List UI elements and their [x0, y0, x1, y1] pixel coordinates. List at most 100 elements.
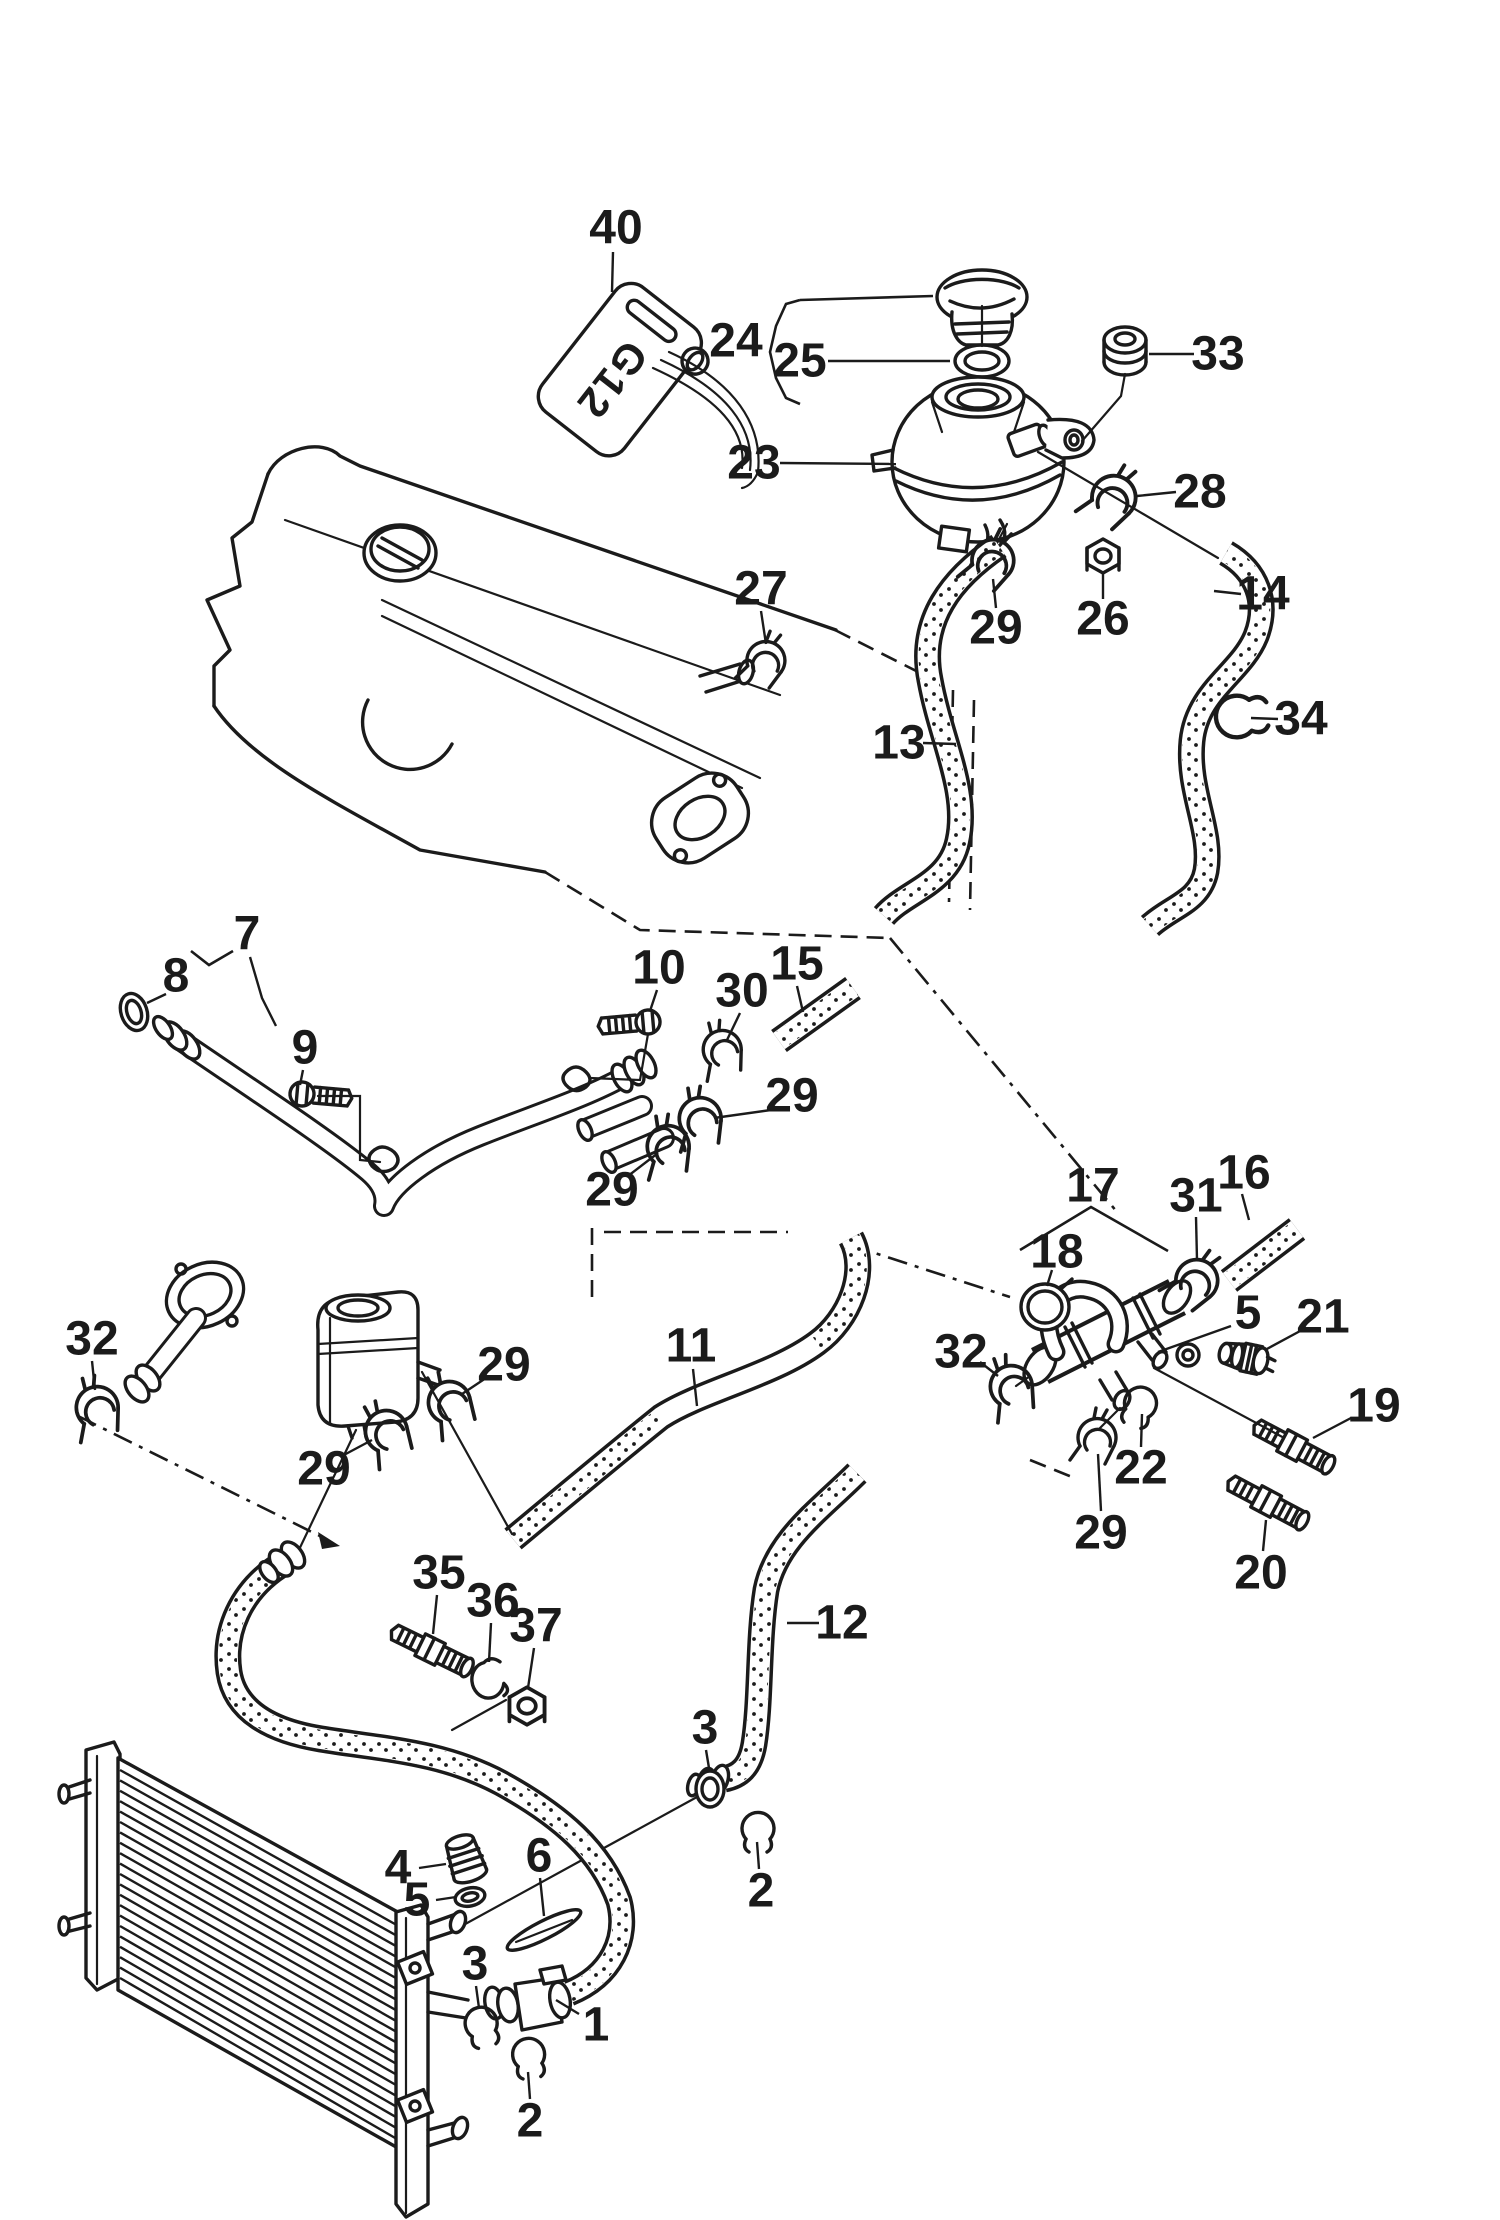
- nut-37-icon: [507, 1685, 547, 1727]
- coolant-bottle: G12: [536, 281, 760, 490]
- callout-label-30-16: 30: [715, 965, 768, 1018]
- callout-label-29-19: 29: [585, 1164, 638, 1217]
- o-ring-8-icon: [118, 991, 150, 1033]
- callout-leader-29-32: [461, 1377, 487, 1395]
- callout-leader-40-0: [610, 251, 615, 293]
- callout-leader-3-39: [704, 1749, 711, 1769]
- callout-leader-6-43: [538, 1877, 546, 1917]
- callout-leader-37-37: [526, 1647, 536, 1689]
- callout-label-3-44: 3: [462, 1938, 489, 1991]
- callout-label-34-10: 34: [1274, 693, 1328, 746]
- callout-label-31-22: 31: [1169, 1170, 1222, 1223]
- callout-leader-23-4: [779, 461, 897, 466]
- callout-leader-27-6: [759, 610, 768, 645]
- callout-leader-35-35: [431, 1594, 439, 1635]
- callout-label-4-41: 4: [385, 1842, 412, 1895]
- callout-leader-7-12: [248, 956, 278, 1027]
- callout-leader-2-40: [755, 1841, 761, 1870]
- callout-leader-30-16: [725, 1012, 742, 1041]
- hose-14: [1140, 541, 1275, 937]
- brace-17-2: [1019, 1205, 1169, 1253]
- clamp-30-icon: [683, 1012, 753, 1087]
- callout-leader-32-31: [90, 1360, 97, 1391]
- callout-leader-5-24: [1157, 1324, 1232, 1354]
- expansion-tank: [870, 375, 1096, 554]
- cap-seal-icon: [953, 343, 1011, 379]
- callout-label-27-6: 27: [734, 563, 787, 616]
- callout-label-29-33: 29: [297, 1443, 350, 1496]
- radiator-hose-bottom: [214, 1540, 636, 2006]
- stud-19-icon: [1246, 1413, 1341, 1480]
- callout-leader-8-13: [146, 992, 167, 1005]
- callout-label-29-29: 29: [1074, 1507, 1127, 1560]
- callout-leader-20-30: [1261, 1519, 1268, 1552]
- distributor-pipe-17: [1014, 1279, 1290, 1442]
- callout-leader-32-26: [979, 1361, 999, 1377]
- callout-label-29-18: 29: [765, 1070, 818, 1123]
- callout-label-16-23: 16: [1217, 1147, 1270, 1200]
- callout-label-2-40: 2: [748, 1865, 775, 1918]
- engine-block: [205, 445, 838, 874]
- wire-clamp-36-icon: [470, 1657, 510, 1700]
- callout-leader-11-34: [691, 1368, 699, 1407]
- brace-24-0: [768, 298, 801, 406]
- callout-leader-29-19: [627, 1152, 659, 1177]
- callout-label-36-36: 36: [466, 1575, 519, 1628]
- callout-label-9-14: 9: [292, 1022, 319, 1075]
- radiator-fins: [119, 1768, 403, 2144]
- callout-leader-31-22: [1194, 1216, 1199, 1261]
- clamp-29-lower-icon: [1068, 1406, 1118, 1466]
- callout-label-8-13: 8: [163, 950, 190, 1003]
- bolt-9-leader: [316, 1094, 382, 1164]
- water-pipe-7: [151, 1014, 675, 1217]
- callout-label-5-42: 5: [404, 1874, 431, 1927]
- callout-label-13-11: 13: [872, 717, 925, 770]
- o-ring-5-icon: [1175, 1342, 1201, 1368]
- hose-15: [771, 977, 861, 1052]
- callout-label-5-24: 5: [1235, 1287, 1262, 1340]
- callout-label-35-35: 35: [412, 1547, 465, 1600]
- callout-leader-4-41: [418, 1862, 447, 1870]
- callout-leader-18-21: [1045, 1269, 1054, 1287]
- callout-leader-1-45: [555, 1998, 580, 2016]
- callout-leader-5-42: [435, 1895, 457, 1902]
- callout-leader-29-18: [713, 1107, 779, 1120]
- callout-leader-29-29: [1096, 1453, 1103, 1512]
- callout-label-1-45: 1: [583, 1999, 610, 2052]
- callout-label-7-12: 7: [234, 908, 261, 961]
- radiator: [57, 1740, 470, 2219]
- callout-leader-13-11: [922, 741, 957, 746]
- callout-label-17-20: 17: [1066, 1160, 1119, 1213]
- o-ring-3-icon: [694, 1769, 726, 1809]
- callout-label-19-27: 19: [1347, 1380, 1400, 1433]
- hose-11: [504, 1231, 872, 1550]
- callout-leader-21-25: [1264, 1328, 1303, 1352]
- callout-leader-29-7: [991, 578, 998, 609]
- callout-label-10-15: 10: [632, 942, 685, 995]
- callout-label-23-4: 23: [727, 437, 780, 490]
- water-flange-pipe: [123, 1260, 246, 1404]
- callout-label-6-43: 6: [526, 1830, 553, 1883]
- callout-label-29-7: 29: [969, 602, 1022, 655]
- stud-35-icon: [384, 1618, 479, 1683]
- callout-label-26-8: 26: [1076, 593, 1129, 646]
- callout-label-20-30: 20: [1234, 1547, 1287, 1600]
- bolt-10-leader: [588, 1032, 650, 1082]
- callout-label-11-34: 11: [666, 1320, 717, 1373]
- callout-leader-29-33: [341, 1438, 373, 1458]
- grommet-icon: [1102, 325, 1148, 377]
- nut-26-icon: [1085, 537, 1121, 575]
- callout-label-28-5: 28: [1173, 466, 1226, 519]
- callout-label-2-46: 2: [517, 2095, 544, 2148]
- callout-leader-9-14: [298, 1069, 305, 1086]
- callout-label-37-37: 37: [509, 1600, 562, 1653]
- callout-label-18-21: 18: [1030, 1226, 1083, 1279]
- callout-leader-28-5: [1136, 490, 1177, 498]
- seal-6-icon: [505, 1908, 583, 1952]
- callout-label-33-3: 33: [1191, 328, 1244, 381]
- callout-leader-3-44: [474, 1985, 481, 2009]
- radiator-outlet-fitting-1: [483, 1964, 573, 2032]
- callout-label-14-9: 14: [1236, 568, 1290, 621]
- port-projection: [456, 1795, 699, 1930]
- stud-20-icon: [1220, 1469, 1315, 1536]
